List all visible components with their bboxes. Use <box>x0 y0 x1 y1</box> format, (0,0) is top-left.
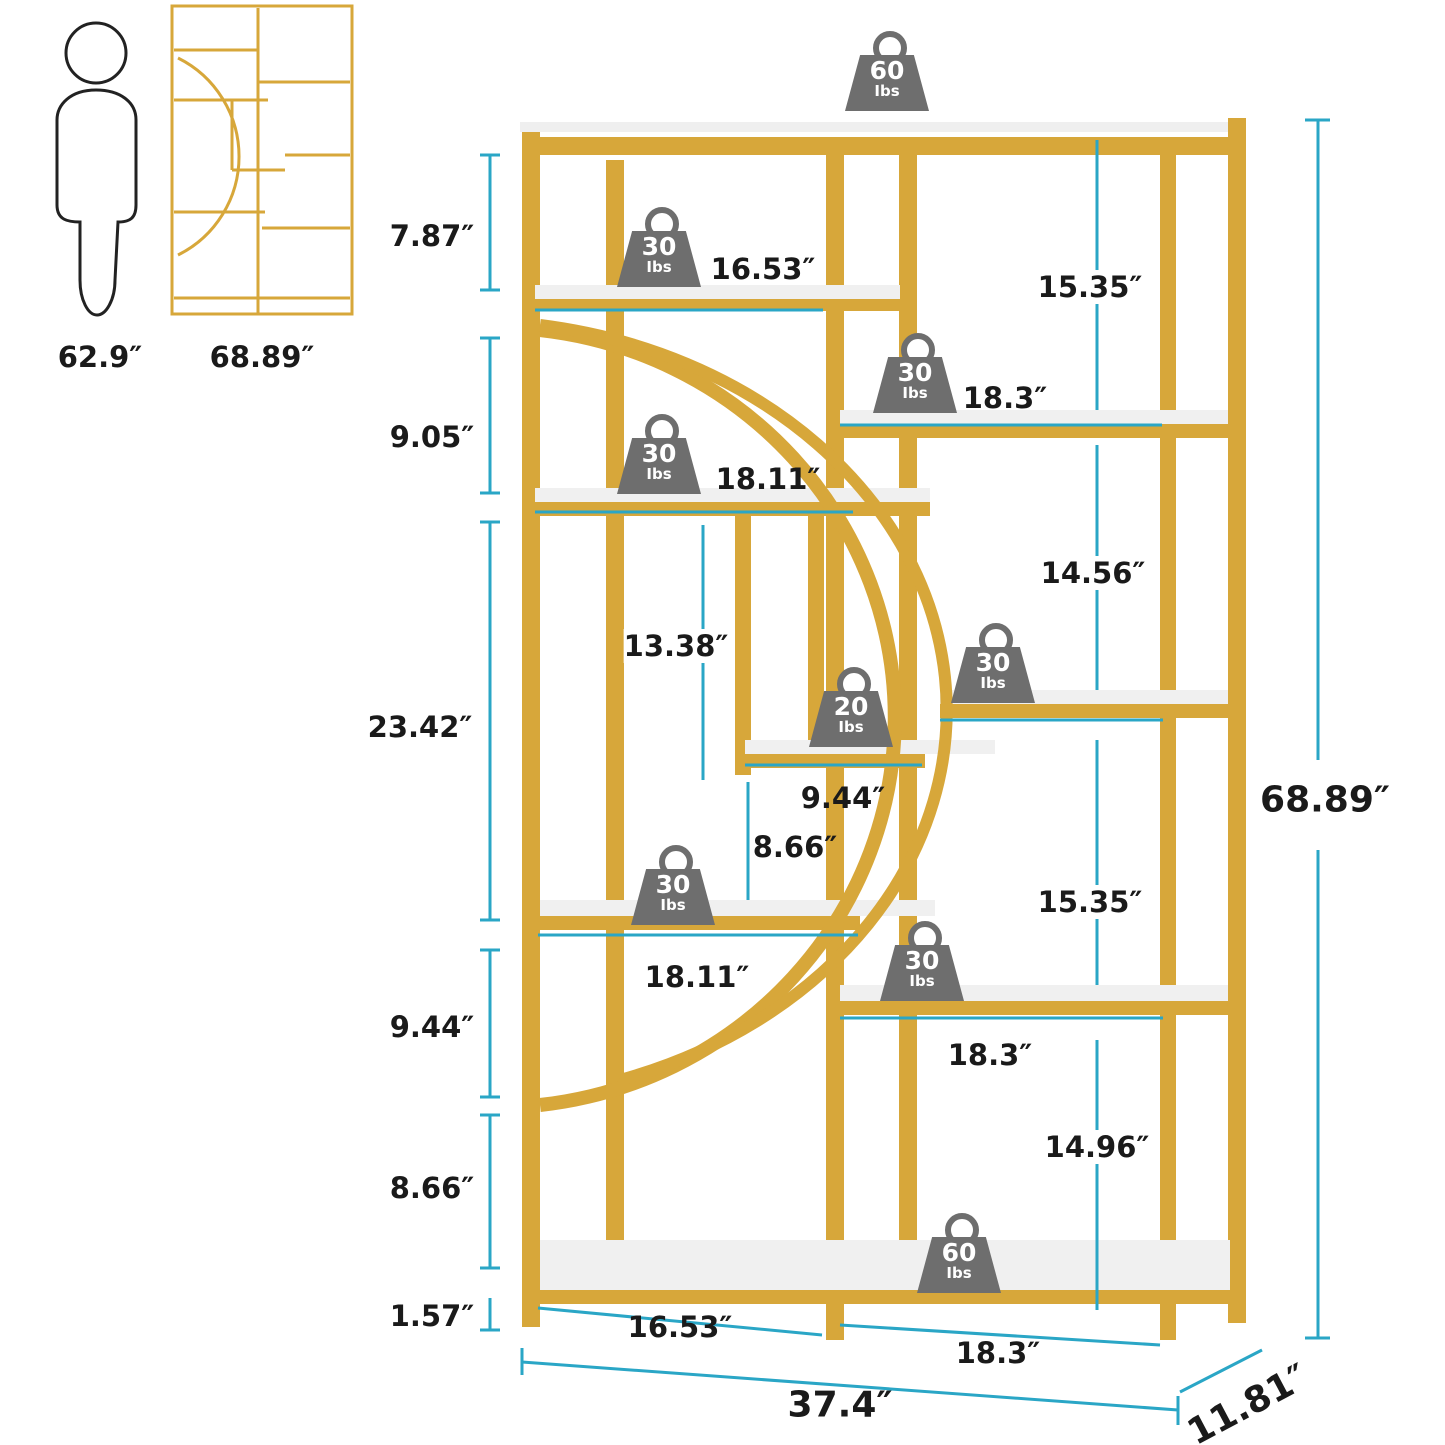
left-height-5: 8.66″ <box>389 1171 475 1205</box>
inner-height-b: 8.66″ <box>752 830 838 864</box>
right-height-3: 15.35″ <box>1037 885 1143 919</box>
person-outline-icon <box>55 21 138 317</box>
half-circle-arcs <box>539 319 953 1112</box>
left-height-3: 23.42″ <box>367 710 473 744</box>
small-shelf-width: 9.44″ <box>800 781 886 815</box>
shelf-frame <box>520 118 1246 1340</box>
left-height-4: 9.44″ <box>389 1010 475 1044</box>
width-lower-left: 18.11″ <box>644 960 750 994</box>
left-height-1: 7.87″ <box>389 219 475 253</box>
dimension-lines <box>480 118 1330 1425</box>
width-top-left: 16.53″ <box>710 252 816 286</box>
left-height-2: 9.05″ <box>389 420 475 454</box>
shelf-thumbnail <box>170 4 354 316</box>
thumbnail-height-label: 68.89″ <box>209 340 315 374</box>
overall-height: 68.89″ <box>1260 779 1390 821</box>
width-lower-right: 18.3″ <box>947 1038 1033 1072</box>
overall-width: 37.4″ <box>787 1384 893 1426</box>
left-height-6: 1.57″ <box>389 1299 475 1333</box>
width-bottom-left: 16.53″ <box>627 1310 733 1344</box>
right-height-1: 15.35″ <box>1037 270 1143 304</box>
person-height-label: 62.9″ <box>57 340 143 374</box>
width-second-left: 18.11″ <box>715 462 821 496</box>
width-bottom-right: 18.3″ <box>955 1336 1041 1370</box>
inner-height-a: 13.38″ <box>623 629 729 663</box>
right-height-4: 14.96″ <box>1044 1130 1150 1164</box>
right-height-2: 14.56″ <box>1040 556 1146 590</box>
width-upper-right: 18.3″ <box>962 381 1048 415</box>
